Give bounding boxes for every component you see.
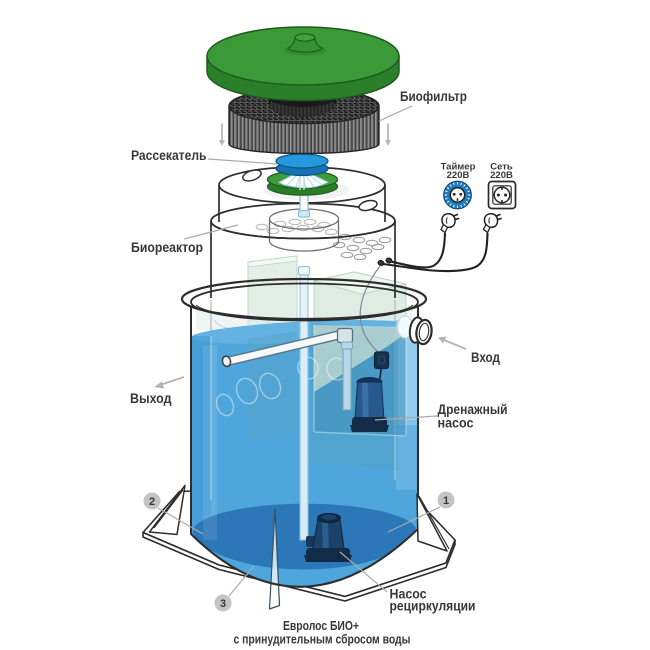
svg-text:насос: насос bbox=[438, 416, 474, 431]
svg-text:2: 2 bbox=[149, 496, 155, 508]
svg-text:Насос: Насос bbox=[390, 587, 427, 602]
svg-text:3: 3 bbox=[220, 598, 226, 610]
svg-text:с принудительным сбросом воды: с принудительным сбросом воды bbox=[234, 632, 411, 647]
svg-text:Дренажный: Дренажный bbox=[438, 402, 508, 417]
svg-text:Таймер: Таймер bbox=[441, 162, 476, 173]
svg-text:220В: 220В bbox=[447, 170, 470, 181]
svg-text:220В: 220В bbox=[490, 170, 513, 181]
svg-text:рециркуляции: рециркуляции bbox=[390, 599, 476, 614]
svg-text:Вход: Вход bbox=[471, 350, 500, 365]
svg-text:Биофильтр: Биофильтр bbox=[400, 89, 467, 104]
svg-text:Евролос БИО+: Евролос БИО+ bbox=[283, 618, 359, 633]
svg-text:Выход: Выход bbox=[130, 391, 172, 406]
svg-text:Биореактор: Биореактор bbox=[131, 240, 203, 255]
svg-text:1: 1 bbox=[443, 495, 449, 507]
svg-text:Сеть: Сеть bbox=[490, 162, 513, 173]
svg-text:Рассекатель: Рассекатель bbox=[131, 148, 207, 163]
